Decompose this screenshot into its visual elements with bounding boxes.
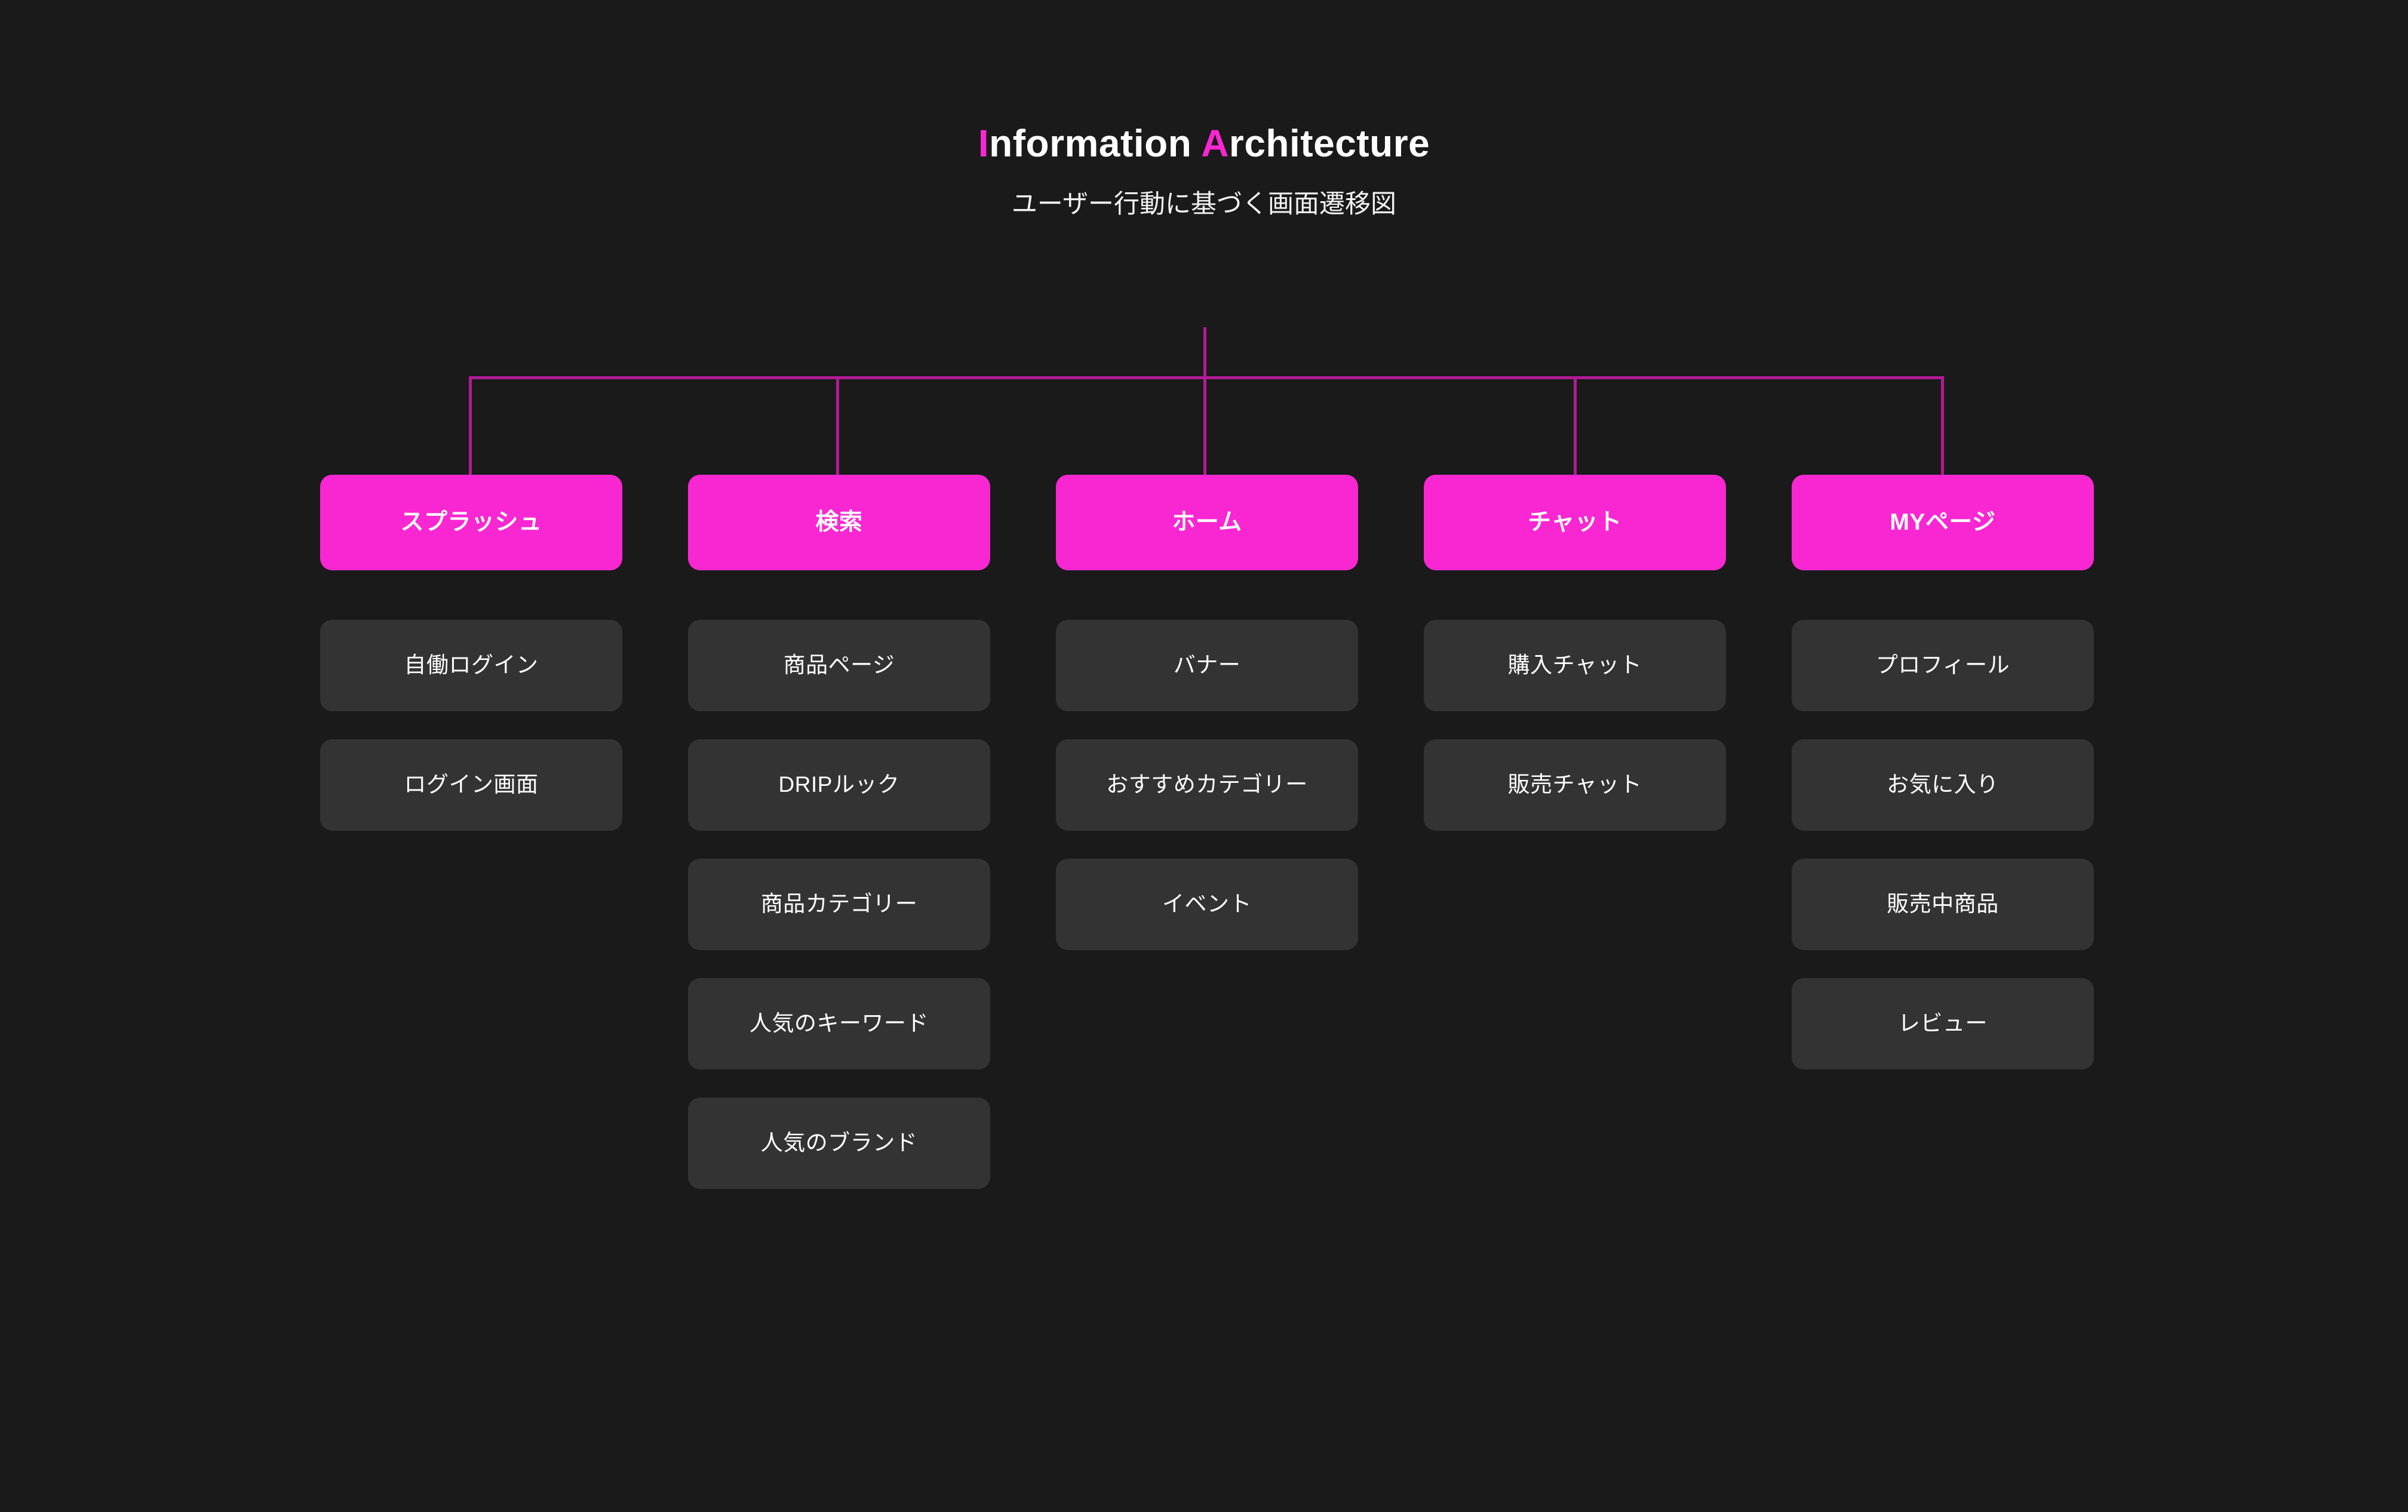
children-chat: 購入チャット 販売チャット [1424,620,1726,831]
page-title-accent-i: I [978,122,990,165]
root-node-mypage[interactable]: MYページ [1792,475,2094,570]
child-node[interactable]: 商品ページ [688,620,990,711]
connector-drop-home [1203,376,1206,478]
page-subtitle: ユーザー行動に基づく画面遷移図 [1011,190,1397,219]
page-title-accent-a: A [1201,122,1229,165]
children-search: 商品ページ DRIPルック 商品カテゴリー 人気のキーワード 人気のブランド [688,620,990,1189]
root-node-home[interactable]: ホーム [1056,475,1358,570]
child-node[interactable]: 人気のブランド [688,1098,990,1189]
page-title: Information Architecture [0,0,2408,164]
page-title-part-1: nformation [989,122,1202,165]
child-node[interactable]: プロフィール [1792,620,2094,711]
page-header: Information Architecture ユーザー行動に基づく画面遷移図 [0,0,2408,220]
children-home: バナー おすすめカテゴリー イベント [1056,620,1358,950]
child-node[interactable]: 自働ログイン [320,620,622,711]
column-mypage: MYページ プロフィール お気に入り 販売中商品 レビュー [1792,475,2094,1070]
ia-tree: スプラッシュ 自働ログイン ログイン画面 検索 商品ページ DRIPルック 商品… [320,475,2112,1189]
column-search: 検索 商品ページ DRIPルック 商品カテゴリー 人気のキーワード 人気のブラン… [688,475,990,1189]
children-splash: 自働ログイン ログイン画面 [320,620,622,831]
child-node[interactable]: 販売チャット [1424,739,1726,831]
column-splash: スプラッシュ 自働ログイン ログイン画面 [320,475,622,831]
child-node[interactable]: ログイン画面 [320,739,622,831]
child-node[interactable]: お気に入り [1792,739,2094,831]
child-node[interactable]: 人気のキーワード [688,978,990,1070]
page-title-part-2: rchitecture [1228,122,1430,165]
connector-drop-mypage [1941,376,1944,478]
child-node[interactable]: 販売中商品 [1792,859,2094,950]
root-node-chat[interactable]: チャット [1424,475,1726,570]
connector-drop-chat [1574,376,1577,478]
root-node-splash[interactable]: スプラッシュ [320,475,622,570]
connector-root-stem [1203,327,1206,378]
column-chat: チャット 購入チャット 販売チャット [1424,475,1726,831]
root-node-search[interactable]: 検索 [688,475,990,570]
children-mypage: プロフィール お気に入り 販売中商品 レビュー [1792,620,2094,1070]
column-home: ホーム バナー おすすめカテゴリー イベント [1056,475,1358,950]
connector-drop-splash [469,376,472,478]
child-node[interactable]: 購入チャット [1424,620,1726,711]
child-node[interactable]: おすすめカテゴリー [1056,739,1358,831]
connector-horizontal-rail [469,376,1942,379]
child-node[interactable]: 商品カテゴリー [688,859,990,950]
child-node[interactable]: イベント [1056,859,1358,950]
child-node[interactable]: レビュー [1792,978,2094,1070]
connector-drop-search [836,376,839,478]
child-node[interactable]: バナー [1056,620,1358,711]
child-node[interactable]: DRIPルック [688,739,990,831]
